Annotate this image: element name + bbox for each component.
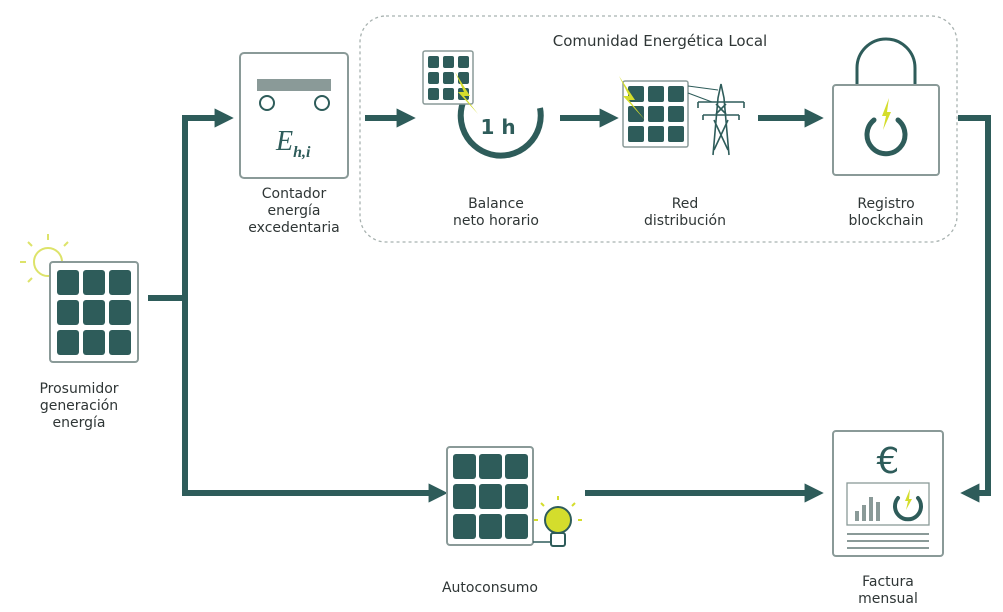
- blockchain-label: Registro blockchain: [848, 196, 924, 229]
- grid-label: Red distribución: [644, 196, 726, 229]
- hourly-balance-icon: 1 h: [457, 88, 544, 159]
- selfconsumption-label: Autoconsumo: [441, 580, 538, 596]
- currency-symbol: €: [877, 441, 900, 482]
- power-tower-icon: [687, 83, 745, 156]
- selfconsumption-solar-panel-icon: [446, 446, 534, 546]
- meter-formula: Eh,i: [275, 126, 311, 161]
- blockchain-lock-icon: [832, 37, 940, 176]
- grid-solar-panel-icon: [622, 80, 689, 148]
- energy-meter-icon: Eh,i: [239, 52, 349, 179]
- balance-solar-panel-icon: [422, 50, 474, 105]
- meter-symbol: E: [275, 126, 293, 157]
- arrow-to-meter: [182, 108, 234, 298]
- grid-lightning-icon: [619, 76, 645, 120]
- invoice-bar-chart-icon: [855, 497, 880, 521]
- prosumer-solar-panel-icon: [49, 261, 139, 363]
- light-bulb-icon: [533, 496, 582, 547]
- prosumer-label: Prosumidor generación energía: [39, 381, 119, 431]
- balance-label: Balance neto horario: [453, 196, 539, 229]
- community-title: Comunidad Energética Local: [552, 32, 768, 50]
- invoice-label: Factura mensual: [858, 574, 918, 607]
- meter-label: Contador energía excedentaria: [248, 186, 340, 236]
- flow-arrows: [148, 108, 991, 503]
- invoice-document-icon: €: [832, 430, 944, 557]
- arrow-to-selfconsumption: [182, 298, 448, 503]
- balance-period: 1 h: [480, 115, 515, 139]
- balance-lightning-icon: [455, 72, 478, 114]
- arrow-blockchain-to-invoice: [958, 115, 991, 503]
- meter-subscript: h,i: [293, 144, 311, 161]
- community-container: [359, 15, 958, 243]
